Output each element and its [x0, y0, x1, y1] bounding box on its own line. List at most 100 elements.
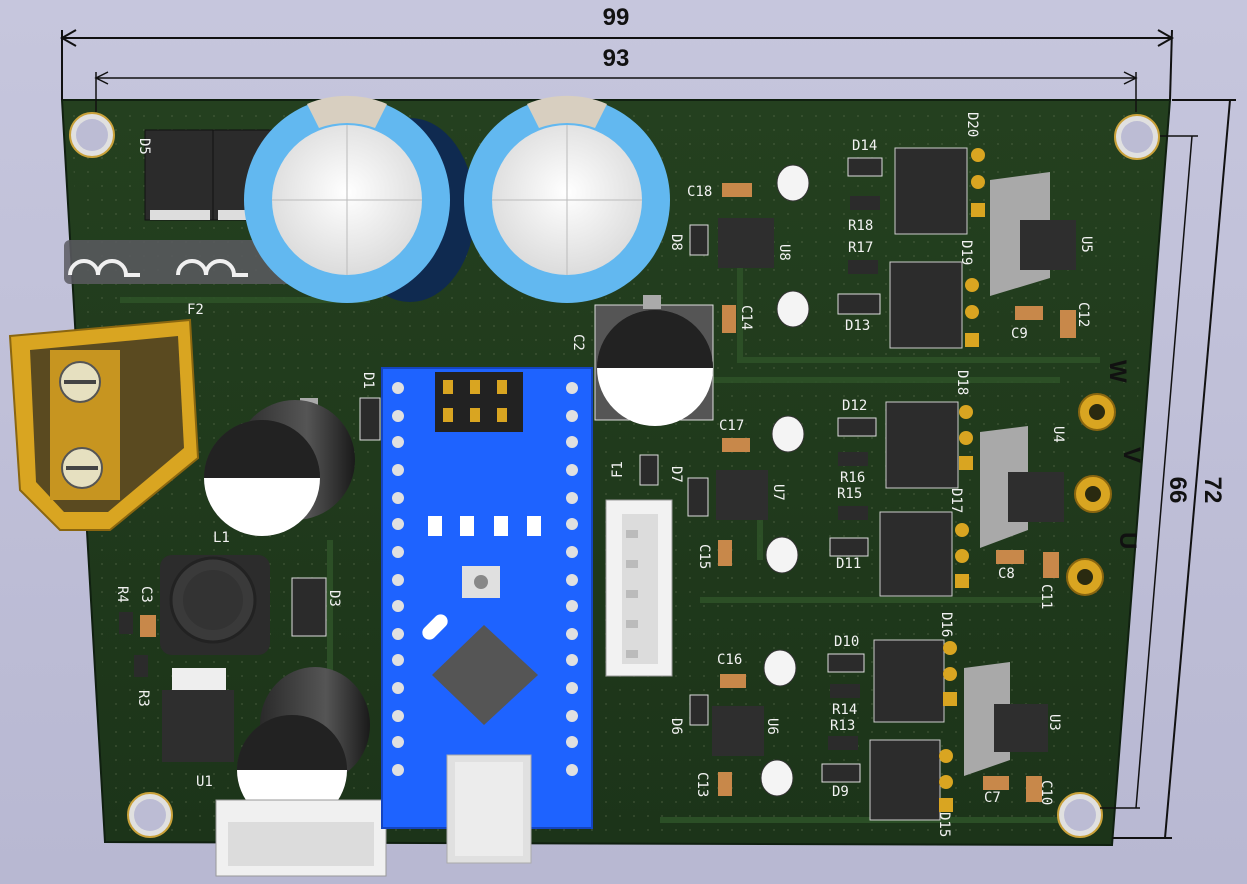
refdes-c2: C2 [570, 334, 586, 351]
bulk-capacitor-left [244, 95, 475, 303]
resistor-r16 [838, 452, 868, 466]
dimension-inner-width-label: 93 [603, 45, 630, 72]
inductor [160, 555, 270, 655]
dimension-outer-width-label: 99 [603, 4, 630, 31]
arduino-nano-module [381, 367, 593, 864]
connector-side-header [605, 499, 673, 677]
refdes-c15: C15 [696, 544, 712, 569]
dimension-outer-height [1112, 99, 1236, 839]
refdes-f2: F2 [187, 302, 204, 318]
bulk-capacitor-right [464, 95, 670, 303]
refdes-u1: U1 [196, 774, 213, 790]
diode-d10 [827, 653, 865, 673]
dimension-inner-height [1100, 135, 1198, 809]
refdes-r14: R14 [832, 702, 857, 718]
regulator-u1 [162, 668, 234, 762]
test-point-1 [776, 164, 810, 202]
diode-d6 [689, 694, 709, 726]
refdes-d7: D7 [668, 466, 684, 483]
mosfet-d16-high [873, 639, 945, 723]
mosfet-d19-low [889, 261, 963, 349]
refdes-c14: C14 [738, 305, 754, 330]
refdes-r18: R18 [848, 218, 873, 234]
refdes-d13: D13 [845, 318, 870, 334]
capacitor-c14 [722, 305, 736, 333]
gate-driver-u3 [994, 704, 1048, 752]
power-connector [8, 318, 200, 531]
test-point-6 [760, 759, 794, 797]
refdes-d19: D19 [958, 240, 974, 265]
refdes-r4: R4 [114, 586, 130, 603]
refdes-d11: D11 [836, 556, 861, 572]
test-point-4 [765, 536, 799, 574]
refdes-c16: C16 [717, 652, 742, 668]
capacitor-c3 [140, 615, 156, 637]
refdes-f1: F1 [610, 461, 626, 478]
resistor-r15 [838, 506, 868, 520]
refdes-d20: D20 [964, 112, 980, 137]
refdes-d14: D14 [852, 138, 877, 154]
resistor-r18 [850, 196, 880, 210]
mosfet-d15-low [869, 739, 941, 821]
capacitor-c8 [996, 550, 1024, 564]
refdes-c3: C3 [138, 586, 154, 603]
refdes-d17: D17 [948, 488, 964, 513]
capacitor-c17 [722, 438, 750, 452]
refdes-d15: D15 [936, 812, 952, 837]
diode-d14 [847, 157, 883, 177]
capacitor-c12 [1060, 310, 1076, 338]
dimension-outer-width [59, 29, 1175, 101]
capacitor-c11 [1043, 552, 1059, 578]
refdes-c11: C11 [1038, 584, 1054, 609]
phase-label-w: W [1104, 360, 1131, 383]
refdes-d1: D1 [360, 372, 376, 389]
diode-d3 [291, 577, 327, 637]
mosfet-d18-high [885, 401, 959, 489]
refdes-d8: D8 [668, 234, 684, 251]
gate-driver-u8 [718, 218, 774, 268]
phase-label-u: U [1114, 532, 1141, 549]
refdes-u7: U7 [770, 484, 786, 501]
dimension-outer-height-label: 72 [1199, 477, 1226, 504]
diode-d1 [359, 397, 381, 441]
refdes-u4: U4 [1050, 426, 1066, 443]
gate-driver-u5 [1020, 220, 1076, 270]
refdes-d10: D10 [834, 634, 859, 650]
fuse-f1 [639, 454, 659, 486]
refdes-r13: R13 [830, 718, 855, 734]
test-point-2 [776, 290, 810, 328]
refdes-c7: C7 [984, 790, 1001, 806]
connector-bottom [215, 799, 387, 877]
resistor-r4 [119, 612, 133, 634]
diode-d8 [689, 224, 709, 256]
refdes-d5: D5 [136, 138, 152, 155]
resistor-r14 [830, 684, 860, 698]
dimension-inner-height-label: 66 [1164, 477, 1191, 504]
resistor-r17 [848, 260, 878, 274]
refdes-d16: D16 [938, 612, 954, 637]
refdes-c13: C13 [694, 772, 710, 797]
refdes-c8: C8 [998, 566, 1015, 582]
diode-d11 [829, 537, 869, 557]
refdes-d3: D3 [326, 590, 342, 607]
refdes-d12: D12 [842, 398, 867, 414]
capacitor-c7 [983, 776, 1009, 790]
refdes-u3: U3 [1046, 714, 1062, 731]
diode-d5-package [144, 129, 274, 221]
capacitor-c18 [722, 183, 752, 197]
diode-d12 [837, 417, 877, 437]
refdes-l1: L1 [213, 530, 230, 546]
test-point-3 [771, 415, 805, 453]
mounting-holes [69, 112, 1160, 838]
pins-v [955, 405, 973, 588]
refdes-d6: D6 [668, 718, 684, 735]
capacitor-c15 [718, 540, 732, 566]
refdes-c12: C12 [1075, 302, 1091, 327]
capacitor-c10 [1026, 776, 1042, 802]
capacitor-c13 [718, 772, 732, 796]
mosfet-d17-low [879, 511, 953, 597]
capacitor-c2 [594, 295, 714, 426]
refdes-d18: D18 [954, 370, 970, 395]
